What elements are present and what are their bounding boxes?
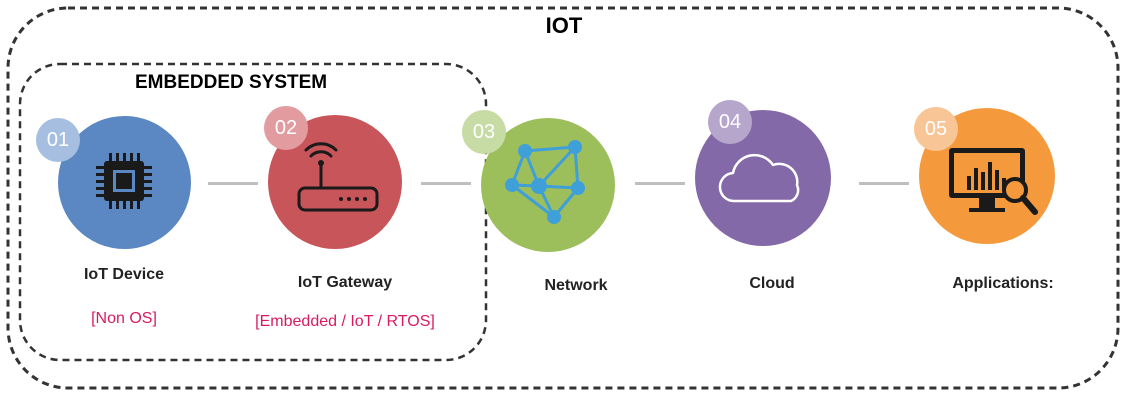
step-4-badge: 04 xyxy=(708,100,752,144)
step-1-badge: 01 xyxy=(36,118,80,162)
step-4-label: Cloud xyxy=(749,275,795,292)
step-1-label: IoT Device xyxy=(83,266,165,283)
iot-title: IOT xyxy=(545,13,583,38)
step-3-label: Network xyxy=(544,277,608,294)
chip-icon xyxy=(96,153,152,209)
router-icon xyxy=(297,142,379,212)
step-2-sublabel: [Embedded / IoT / RTOS] xyxy=(255,313,435,330)
step-1-sublabel: [Non OS] xyxy=(91,310,157,327)
analytics-monitor-icon xyxy=(949,148,1038,215)
embedded-system-title: EMBEDDED SYSTEM xyxy=(135,72,328,93)
step-2-label: IoT Gateway xyxy=(297,274,393,291)
network-icon xyxy=(505,140,585,224)
cloud-icon xyxy=(718,153,800,203)
step-3-badge: 03 xyxy=(462,110,506,154)
connector-2-3 xyxy=(421,182,471,185)
iot-boundary xyxy=(6,6,1120,390)
step-5-label: Applications: xyxy=(952,275,1054,292)
step-2-badge: 02 xyxy=(264,106,308,150)
step-5-badge: 05 xyxy=(914,107,958,151)
connector-1-2 xyxy=(208,182,258,185)
connector-4-5 xyxy=(859,182,909,185)
connector-3-4 xyxy=(635,182,685,185)
